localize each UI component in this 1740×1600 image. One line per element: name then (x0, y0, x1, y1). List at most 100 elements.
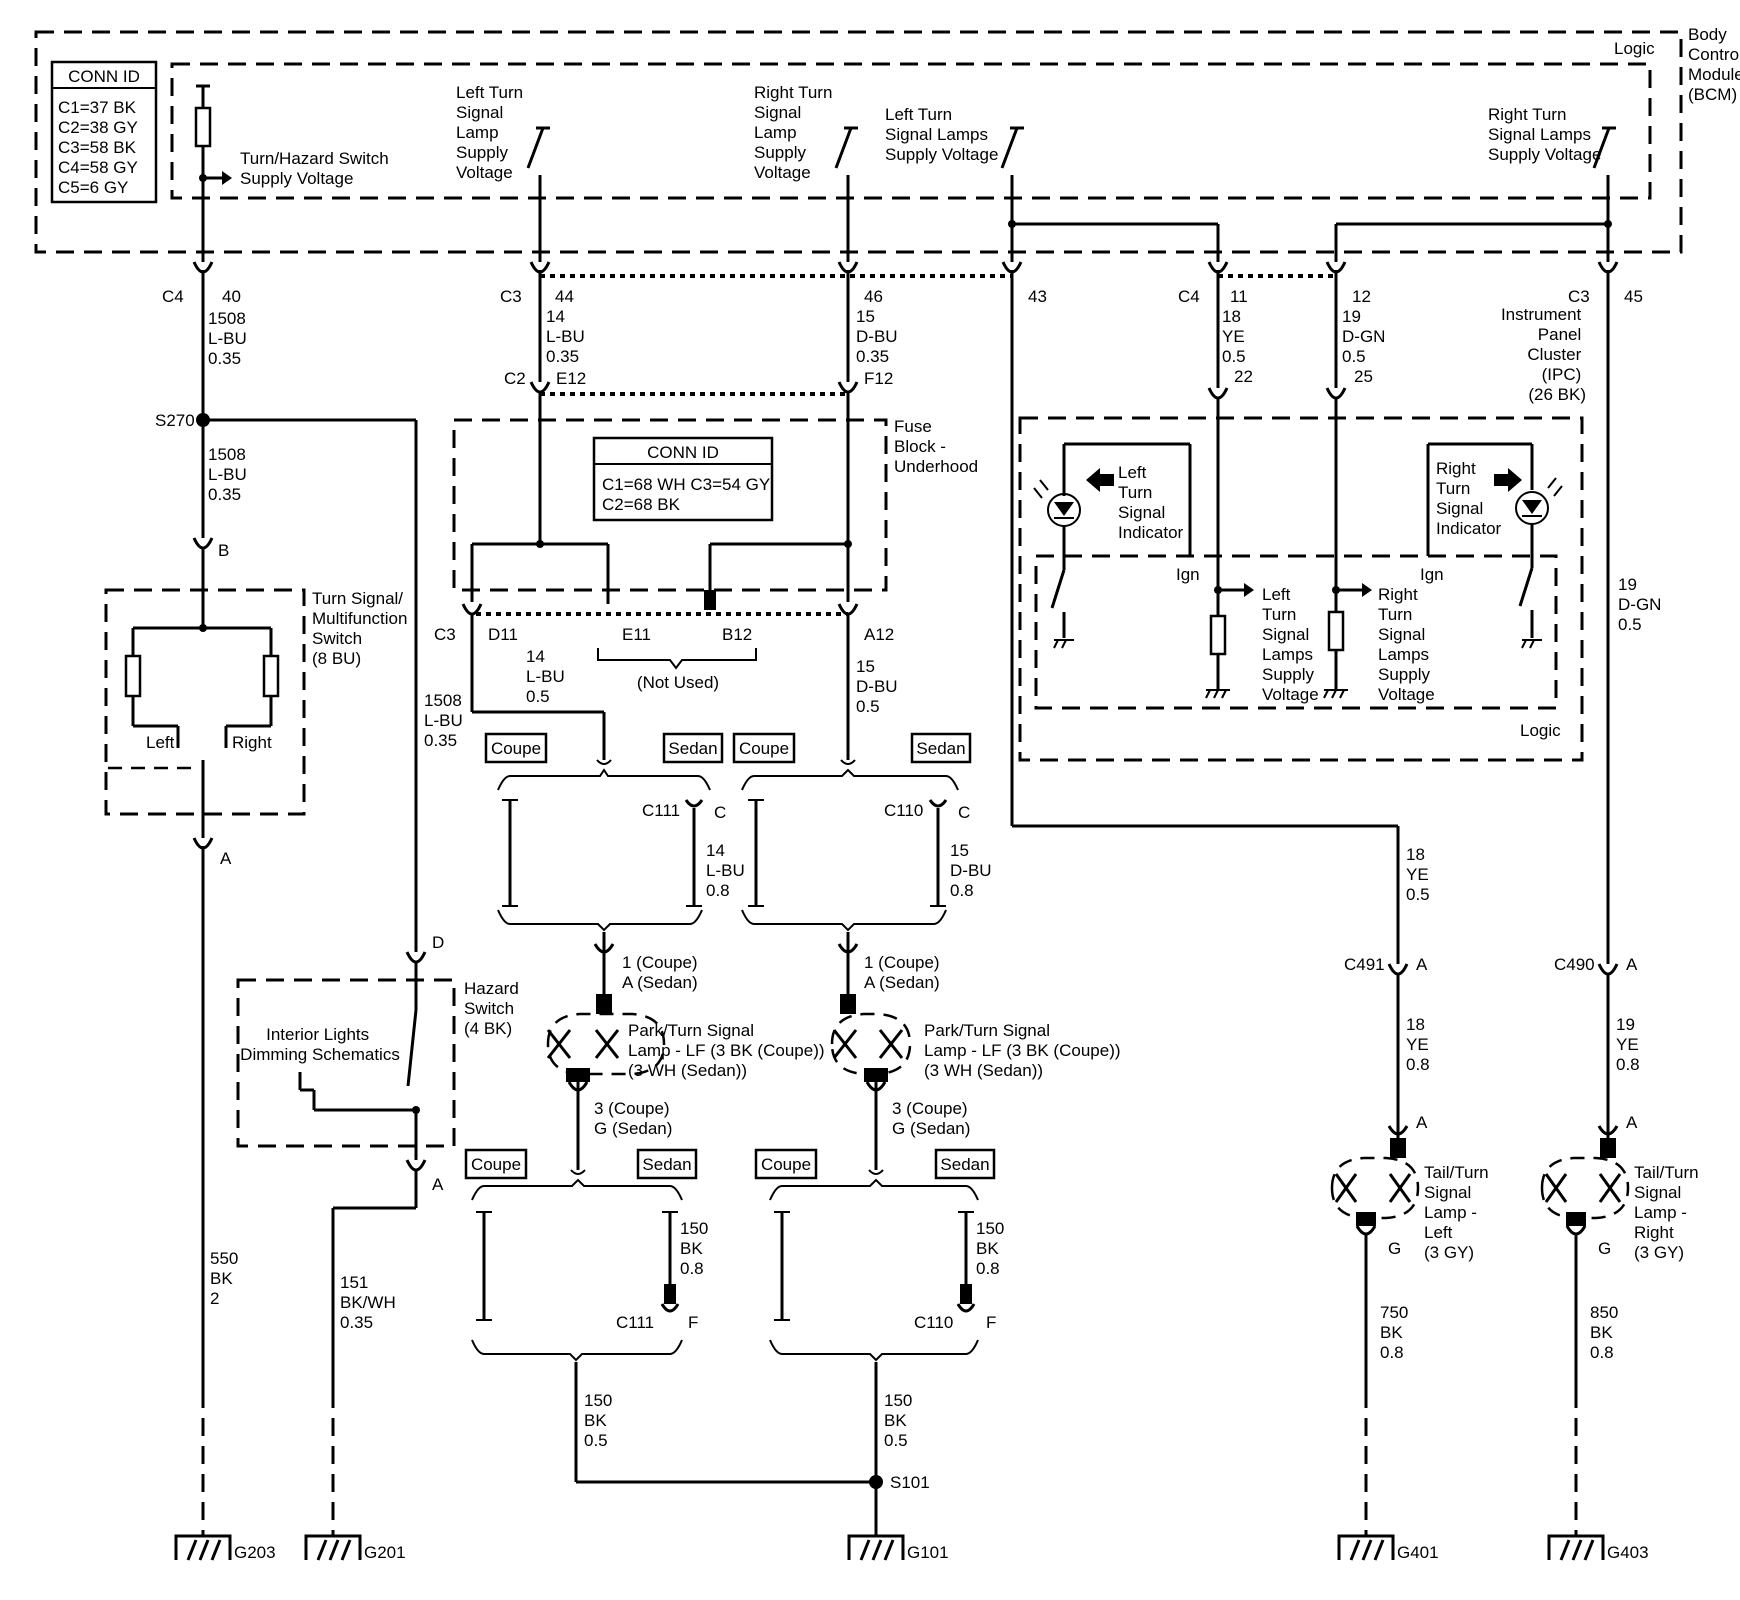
c4-label: C4 (162, 287, 184, 306)
resistor-icon (194, 106, 212, 148)
connector-pin-icon (1597, 1125, 1619, 1136)
resistor-icon (124, 654, 142, 698)
ground-g403: G403 (1547, 1534, 1649, 1562)
wire-circuit-label: 150 BK 0.8 (680, 1219, 713, 1278)
resistor-icon (1327, 610, 1345, 652)
splice-s101-label: S101 (890, 1473, 930, 1492)
connector-pin-icon (837, 381, 859, 394)
conn-id-row: C2=38 GY (58, 118, 138, 137)
pin-11-label: 11 (1230, 287, 1248, 306)
connector-pin-icon (684, 799, 704, 808)
c3-label: C3 (434, 625, 456, 644)
resistor-icon (262, 654, 280, 698)
fuse-conn-id-table: CONN ID C1=68 WH C3=54 GY C2=68 BK (592, 436, 774, 522)
pin-g-label: G (1388, 1239, 1401, 1258)
pin-e11-label: E11 (622, 625, 651, 644)
chassis-ground-icon (847, 1534, 905, 1560)
pin-25-label: 25 (1354, 367, 1373, 386)
pin-b-label: B (218, 541, 229, 560)
pin-a12-label: A12 (864, 625, 894, 644)
arrow-right-icon (1244, 583, 1254, 597)
connector-pin-icon (405, 951, 427, 964)
wire-circuit-label: 15 D-BU 0.8 (950, 841, 996, 900)
svg-text:Coupe: Coupe (761, 1155, 811, 1174)
conn-id-row: C4=58 GY (58, 158, 138, 177)
svg-text:Coupe: Coupe (491, 739, 541, 758)
ground-g201: G201 (304, 1534, 406, 1562)
pin-46-label: 46 (864, 287, 883, 306)
connector-pin-icon (837, 603, 859, 616)
pin-43-label: 43 (1028, 287, 1047, 306)
ipc-section: 43 C4 11 18 YE 0.5 22 12 19 D-GN 0.5 25 … (1001, 261, 1661, 964)
connector-pin-icon (405, 1159, 427, 1172)
connector-pin-icon (956, 1303, 976, 1313)
coupe-option-box (732, 732, 796, 764)
wire-circuit-label: 18 YE 0.8 (1406, 1015, 1433, 1074)
switch-icon (1000, 126, 1024, 169)
g201-label: G201 (364, 1543, 406, 1562)
arrow-right-icon (222, 171, 232, 185)
ground-g101: G101 (847, 1534, 949, 1562)
wire-circuit-label: 750 BK 0.8 (1380, 1303, 1413, 1362)
right-lamp-supply-label: Right Turn Signal Lamp Supply Voltage (754, 83, 837, 182)
svg-text:Sedan: Sedan (668, 739, 717, 758)
led-indicator-icon (1515, 477, 1563, 525)
chassis-ground-icon (174, 1534, 232, 1560)
pin-c-label: C (714, 803, 726, 822)
connector-pin-icon (1387, 963, 1409, 976)
lamp-right-label: Tail/Turn Signal Lamp - Right (3 GY) (1634, 1163, 1703, 1262)
ground-icon (1205, 689, 1230, 699)
hazard-switch-branch: 1508 L-BU 0.35 D Hazard Switch (4 BK) In… (203, 418, 519, 1536)
c3-label: C3 (1568, 287, 1590, 306)
pin-a-label: A (1626, 955, 1638, 974)
ipc-logic-label: Logic (1520, 721, 1561, 740)
wire-circuit-label: 18 YE 0.5 (1406, 845, 1433, 904)
coupe-option-box (464, 1148, 528, 1180)
switch-icon (526, 126, 550, 169)
bcm-logic-label: Logic (1614, 39, 1655, 58)
pin-a-label: A (1416, 955, 1428, 974)
pin-c-label: C (958, 803, 970, 822)
chassis-ground-icon (1337, 1534, 1395, 1560)
pin-f-label: F (688, 1313, 698, 1332)
right-supply-label: Right Turn Signal Lamps Supply Voltage (1378, 585, 1435, 704)
sedan-option-box (910, 732, 972, 764)
rf-lamp-section: Coupe Sedan C110 C 15 D-BU 0.8 1 (Coupe)… (732, 732, 1125, 1536)
wire-circuit-label: 14 L-BU 0.35 (546, 307, 589, 366)
switch-right-label: Right (232, 733, 272, 752)
left-lamps-supply-label: Left Turn Signal Lamps Supply Voltage (885, 105, 998, 164)
ground-icon (1053, 639, 1074, 649)
svg-text:Sedan: Sedan (642, 1155, 691, 1174)
conn-id-title: CONN ID (68, 67, 140, 86)
wire-circuit-label: 15 D-BU 0.5 (856, 657, 902, 716)
switch-icon (1518, 567, 1534, 607)
bulb-icon (1540, 1156, 1630, 1220)
g203-label: G203 (234, 1543, 276, 1562)
fuse-block-section: C3 44 46 14 L-BU 0.35 15 D-BU 0.35 C2 E1… (434, 261, 978, 760)
pin-f-label: F (986, 1313, 996, 1332)
bulb-icon (1330, 1156, 1420, 1220)
connector-pin-icon (928, 799, 948, 808)
connector-pin-icon (1207, 387, 1229, 400)
wire-circuit-label: 151 BK/WH 0.35 (340, 1273, 400, 1332)
rear-left-lamp-section: 18 YE 0.5 C491 A 18 YE 0.8 A Tail/Turn S… (1330, 845, 1489, 1536)
wire-circuit-label: 18 YE 0.5 (1222, 307, 1249, 366)
lamp-pin-label: 1 (Coupe) A (Sedan) (864, 953, 944, 992)
conn-id-row: C2=68 BK (602, 495, 681, 514)
left-lamp-supply-label: Left Turn Signal Lamp Supply Voltage (456, 83, 528, 182)
pin-b12-label: B12 (722, 625, 752, 644)
wire-circuit-label: 1508 L-BU 0.35 (208, 445, 251, 504)
c110-label: C110 (914, 1313, 953, 1332)
bcm-module: Logic Body Control Module (BCM) CONN ID … (34, 25, 1740, 262)
coupe-option-box (754, 1148, 818, 1180)
lamp-rf-label: Park/Turn Signal Lamp - LF (3 BK (Coupe)… (924, 1021, 1125, 1080)
ground-icon (1323, 689, 1348, 699)
sedan-option-box (662, 732, 724, 764)
not-used-label: (Not Used) (637, 673, 719, 692)
resistor-icon (1209, 614, 1227, 656)
pin-44-label: 44 (555, 287, 574, 306)
wire-circuit-label: 19 YE 0.8 (1616, 1015, 1643, 1074)
chassis-ground-icon (304, 1534, 362, 1560)
sedan-option-box (934, 1148, 996, 1180)
